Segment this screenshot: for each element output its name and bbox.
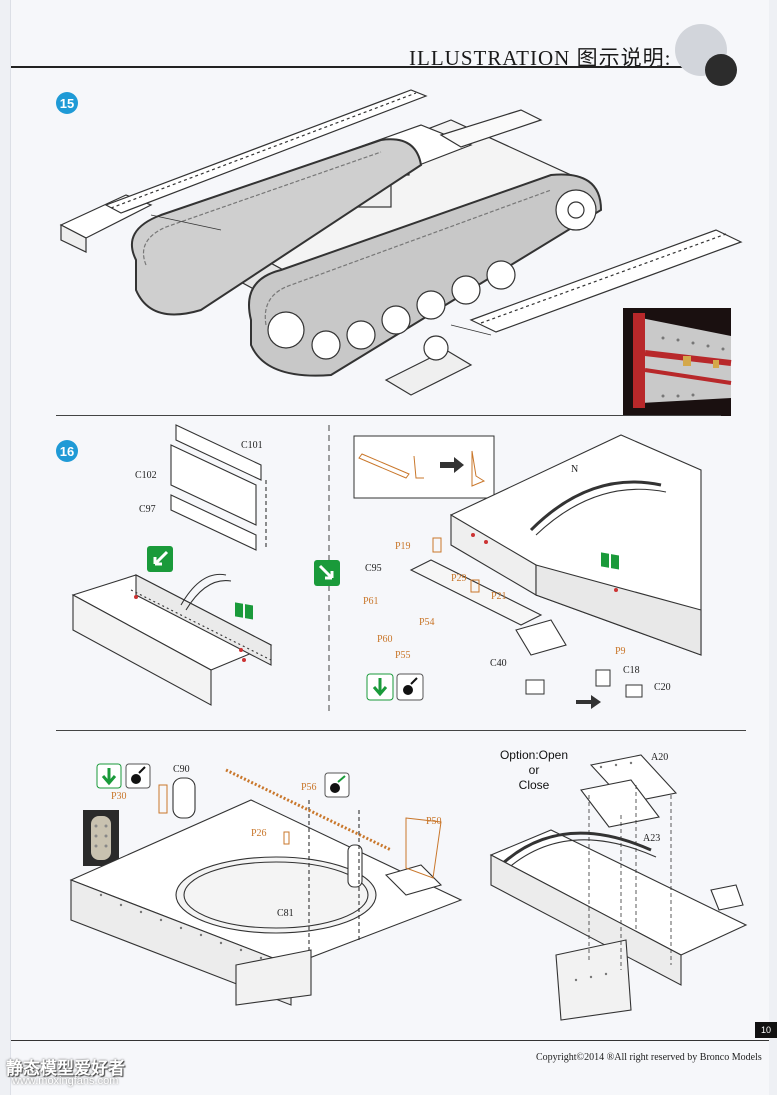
option-open-or-close-note: Option:Open or Close — [489, 748, 579, 793]
part-label-p56: P56 — [301, 782, 317, 793]
step-15-detail-photo — [623, 308, 732, 416]
step-15-badge: 15 — [56, 92, 78, 114]
step-16-lower-left-drawing — [69, 768, 463, 1006]
part-label-p21: P21 — [491, 591, 507, 602]
step-16-right-drawing — [409, 434, 702, 656]
copyright-notice: Copyright©2014 ®All right reserved by Br… — [536, 1052, 762, 1063]
glue-and-paint-icons-2 — [96, 763, 151, 789]
divider-step16-lower — [56, 730, 746, 731]
step-16-lower-right-drawing — [489, 754, 748, 1021]
part-label-a23: A23 — [643, 833, 661, 844]
part-label-c81: C81 — [277, 908, 294, 919]
page-number: 10 — [755, 1022, 777, 1038]
option-line-2: or — [528, 763, 540, 777]
part-label-c90: C90 — [173, 764, 190, 775]
step-16-small-parts — [525, 669, 643, 709]
part-label-p30: P30 — [111, 791, 127, 802]
part-label-p19: P19 — [395, 541, 411, 552]
part-label-c40: C40 — [490, 658, 507, 669]
glue-and-paint-icons — [366, 673, 424, 701]
part-label-p50: P50 — [426, 816, 442, 827]
part-label-c97: C97 — [139, 504, 156, 515]
footer-rule — [11, 1040, 769, 1041]
part-label-c101: C101 — [241, 440, 263, 451]
step-16-badge: 16 — [56, 440, 78, 462]
part-label-n: N — [571, 464, 579, 475]
paint-icon — [324, 772, 350, 798]
part-label-c95: C95 — [365, 563, 382, 574]
option-line-1: Option:Open — [499, 748, 569, 762]
part-label-p55: P55 — [395, 650, 411, 661]
glue-parts-icon-2 — [601, 552, 619, 570]
part-label-p54: P54 — [419, 617, 435, 628]
cement-arrow-icon-2 — [314, 560, 340, 586]
part-label-p61: P61 — [363, 596, 379, 607]
part-label-a20: A20 — [651, 752, 669, 763]
option-line-3: Close — [518, 778, 550, 792]
glue-parts-icon — [235, 602, 253, 620]
detail-photo-small — [83, 810, 119, 866]
cement-arrow-icon — [147, 546, 173, 572]
watermark-site-name: 静态模型爱好者 — [6, 1059, 125, 1078]
step-16-left-drawing — [71, 424, 273, 706]
part-label-c20: C20 — [654, 682, 671, 693]
step-15-vehicle-drawing — [59, 89, 743, 396]
part-label-p29: P29 — [451, 573, 467, 584]
step-16-sub-detail-box — [353, 435, 495, 499]
divider-step15-16 — [56, 415, 721, 416]
part-label-c18: C18 — [623, 665, 640, 676]
part-label-p26: P26 — [251, 828, 267, 839]
instruction-page: ILLUSTRATION 图示说明: 15 — [10, 0, 777, 1095]
part-label-p60: P60 — [377, 634, 393, 645]
header-rule — [11, 66, 701, 68]
watermark-site-url: www.moxingfans.com — [12, 1075, 119, 1087]
part-label-c102: C102 — [135, 470, 157, 481]
header-circles-decor — [675, 24, 737, 86]
part-label-p9: P9 — [615, 646, 626, 657]
